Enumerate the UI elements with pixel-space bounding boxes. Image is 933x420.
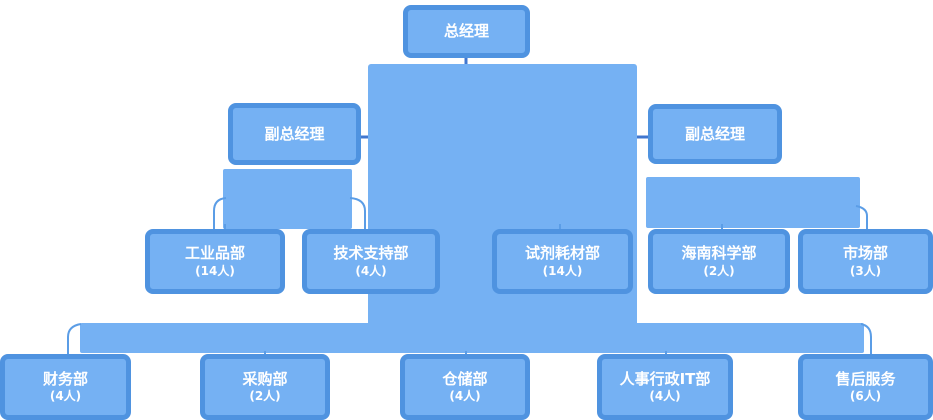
node-headcount: (2人) — [703, 263, 735, 278]
connector-stub-lines — [361, 58, 648, 139]
node-headcount: (4人) — [649, 389, 681, 404]
connector-left-branch-block — [223, 169, 352, 229]
org-node-after-sales-service[interactable]: 售后服务 (6人) — [798, 354, 933, 420]
org-node-reagent-consumables-dept[interactable]: 试剂耗材部 (14人) — [492, 229, 633, 294]
node-headcount: (4人) — [355, 263, 387, 278]
node-label: 海南科学部 — [681, 244, 757, 263]
node-label: 人事行政IT部 — [619, 369, 711, 388]
org-node-warehouse-dept[interactable]: 仓储部 (4人) — [400, 354, 530, 420]
node-headcount: (14人) — [542, 263, 583, 278]
node-label: 工业品部 — [184, 244, 245, 263]
node-headcount: (4人) — [49, 389, 82, 404]
org-node-finance-dept[interactable]: 财务部 (4人) — [0, 354, 131, 420]
node-label: 采购部 — [242, 369, 288, 388]
node-label: 仓储部 — [442, 369, 488, 388]
node-headcount: (6人) — [849, 389, 882, 404]
node-headcount: (3人) — [849, 263, 882, 278]
node-label: 总经理 — [443, 22, 489, 41]
org-node-general-manager[interactable]: 总经理 — [403, 5, 530, 58]
node-label: 售后服务 — [835, 369, 896, 388]
node-headcount: (4人) — [449, 389, 481, 404]
org-node-hainan-science-dept[interactable]: 海南科学部 (2人) — [648, 229, 790, 294]
org-node-tech-support-dept[interactable]: 技术支持部 (4人) — [302, 229, 440, 294]
node-headcount: (2人) — [249, 389, 281, 404]
node-label: 技术支持部 — [333, 244, 409, 263]
node-label: 副总经理 — [684, 124, 745, 143]
node-label: 市场部 — [842, 244, 888, 263]
org-node-hr-admin-it-dept[interactable]: 人事行政IT部 (4人) — [597, 354, 733, 420]
connector-trunk-block — [368, 64, 637, 353]
node-headcount: (14人) — [195, 263, 235, 278]
node-label: 试剂耗材部 — [524, 244, 600, 263]
org-node-deputy-gm-right[interactable]: 副总经理 — [648, 104, 782, 164]
connector-right-branch-block — [646, 177, 860, 228]
node-label: 财务部 — [42, 369, 88, 388]
org-node-purchasing-dept[interactable]: 采购部 (2人) — [200, 354, 330, 420]
org-node-deputy-gm-left[interactable]: 副总经理 — [228, 103, 361, 165]
org-node-marketing-dept[interactable]: 市场部 (3人) — [798, 229, 933, 294]
node-label: 副总经理 — [264, 124, 325, 143]
connector-bottom-bar — [80, 323, 864, 353]
org-node-industrial-products-dept[interactable]: 工业品部 (14人) — [145, 229, 285, 294]
